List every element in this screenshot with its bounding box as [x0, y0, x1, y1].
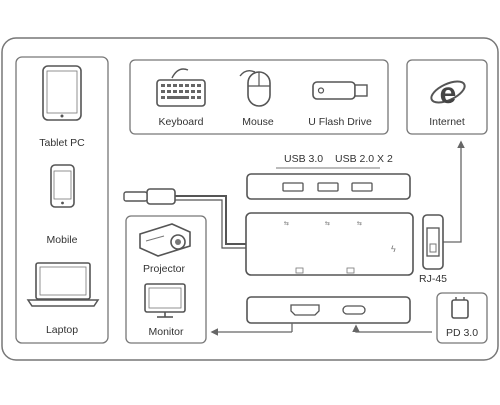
svg-text:⇆: ⇆ [284, 220, 289, 227]
keyboard-label: Keyboard [159, 116, 204, 128]
mouse-icon [239, 69, 271, 107]
svg-text:ϟ: ϟ [391, 244, 396, 254]
svg-text:⇆: ⇆ [357, 220, 362, 227]
monitor-label: Monitor [148, 326, 184, 338]
keyboard-icon [156, 68, 206, 107]
laptop-label: Laptop [46, 324, 78, 336]
laptop-icon [26, 262, 100, 307]
monitor-icon [144, 283, 186, 318]
mobile-icon [50, 164, 75, 208]
projector-label: Projector [143, 263, 186, 275]
peripherals-panel: Keyboard Mouse U Flash Drive [129, 59, 389, 135]
hub-body: ⇆ ⇆ ⇆ ϟ [245, 212, 414, 276]
hdmi-port [290, 304, 320, 316]
flash-drive-icon [312, 81, 368, 100]
mobile-label: Mobile [47, 234, 78, 246]
usb2-label: USB 2.0 X 2 [335, 153, 393, 165]
display-panel: Projector Monitor [125, 215, 207, 344]
internet-panel: e Internet [406, 59, 488, 135]
internet-label: Internet [429, 116, 465, 128]
svg-text:e: e [440, 77, 457, 110]
usb2-port-2 [351, 182, 373, 192]
projector-icon [139, 223, 191, 257]
usb3-label: USB 3.0 [284, 153, 323, 165]
internet-explorer-icon: e [430, 77, 466, 110]
svg-text:⇆: ⇆ [325, 220, 330, 227]
tablet-icon [42, 65, 82, 121]
tablet-label: Tablet PC [39, 137, 85, 149]
usb3-port [282, 182, 304, 192]
mouse-label: Mouse [242, 116, 274, 128]
power-adapter-icon [451, 297, 469, 319]
pd-arrow [352, 324, 432, 333]
flash-drive-label: U Flash Drive [308, 116, 372, 128]
hub-bottom-port-strip [246, 296, 411, 324]
pd-panel: PD 3.0 [436, 292, 488, 344]
usb-c-port [342, 305, 366, 315]
usb2-port-1 [317, 182, 339, 192]
devices-panel: Tablet PC Mobile Laptop [15, 56, 109, 344]
hub-cable [175, 195, 246, 245]
pd-label: PD 3.0 [446, 327, 478, 339]
rj45-label: RJ-45 [419, 273, 447, 285]
hub-top-port-strip [246, 173, 411, 200]
usb-c-plug [123, 188, 176, 205]
rj45-port-icon [422, 214, 444, 270]
